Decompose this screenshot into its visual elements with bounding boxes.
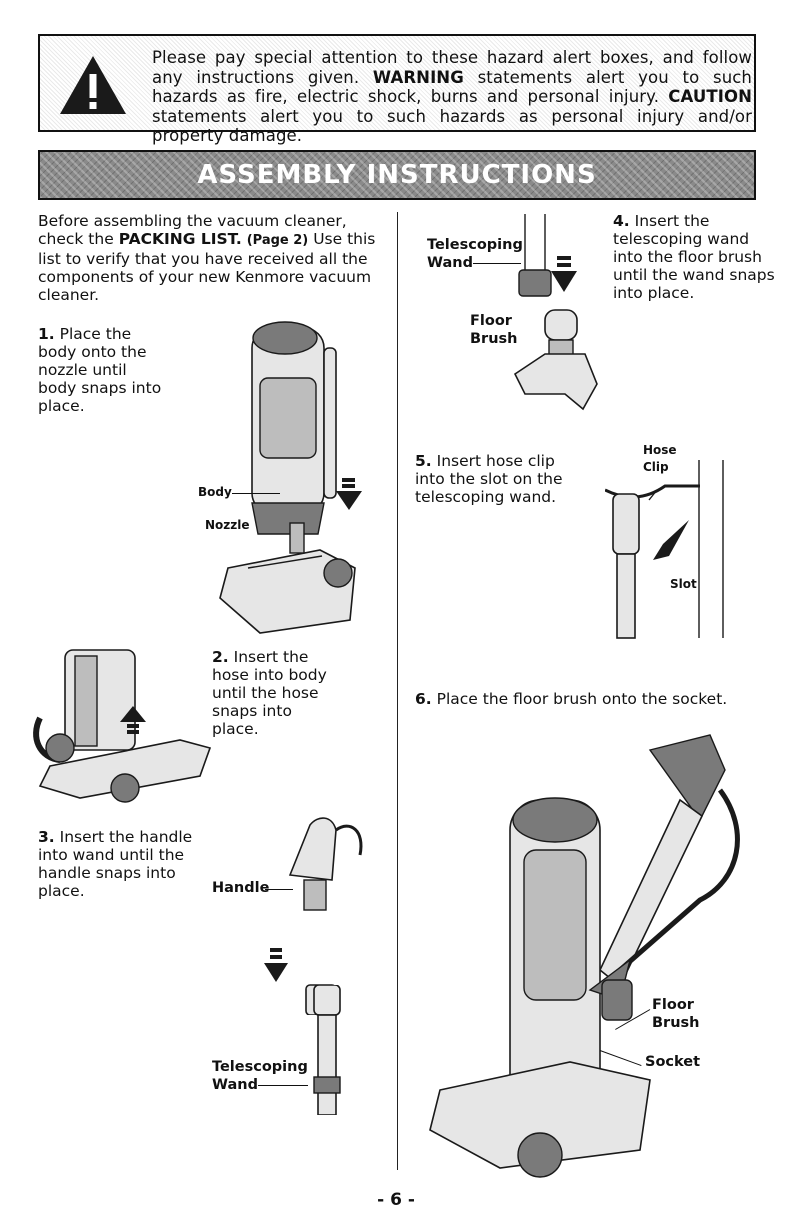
socket-label: Socket bbox=[645, 1054, 701, 1070]
body-label: Body bbox=[198, 485, 232, 499]
step-2: 2. Insert the hose into body until the h… bbox=[212, 648, 327, 738]
step-6: 6. Place the floor brush onto the socket… bbox=[415, 690, 728, 708]
caution-word: CAUTION bbox=[668, 87, 752, 106]
warning-word: WARNING bbox=[372, 67, 464, 87]
handle-leader-line bbox=[265, 889, 293, 890]
telescoping-wand-label-step3: Telescoping Wand bbox=[212, 1059, 308, 1093]
intro-paragraph: Before assembling the vacuum cleaner, ch… bbox=[38, 212, 376, 304]
nozzle-label: Nozzle bbox=[205, 518, 250, 532]
section-banner: ASSEMBLY INSTRUCTIONS bbox=[38, 150, 756, 200]
warning-triangle-icon bbox=[60, 56, 126, 114]
handle-wand-illustration bbox=[264, 817, 363, 1015]
telescoping-wand-label-step4: Telescoping Wand bbox=[427, 237, 523, 271]
step-5: 5. Insert hose clip into the slot on the… bbox=[415, 452, 563, 506]
page-number: - 6 - bbox=[377, 1190, 415, 1210]
handle-label: Handle bbox=[212, 880, 270, 896]
hazard-alert-text: Please pay special attention to these ha… bbox=[152, 48, 752, 145]
page-ref: (Page 2) bbox=[246, 233, 309, 248]
floor-brush-label-step6: Floor Brush bbox=[652, 997, 700, 1031]
column-divider bbox=[397, 212, 398, 1170]
hose-clip-label: Hose Clip bbox=[643, 443, 677, 474]
body-leader-line bbox=[232, 493, 280, 494]
telescoping-wand-leader-step4 bbox=[473, 263, 521, 264]
floor-brush-label-step4: Floor Brush bbox=[470, 313, 518, 347]
slot-label: Slot bbox=[670, 577, 697, 591]
step-3: 3. Insert the handle into wand until the… bbox=[38, 828, 193, 900]
hose-clip-slot-illustration bbox=[605, 460, 724, 639]
step-4: 4. Insert the telescoping wand into the … bbox=[613, 212, 775, 302]
packing-list-ref: PACKING LIST. bbox=[118, 230, 242, 248]
section-title: ASSEMBLY INSTRUCTIONS bbox=[197, 160, 597, 190]
step-1: 1. Place the body onto the nozzle until … bbox=[38, 325, 162, 415]
floor-brush-socket-illustration bbox=[429, 734, 740, 1178]
wand-floor-brush-illustration bbox=[513, 214, 598, 411]
hazard-alert-box: Please pay special attention to these ha… bbox=[38, 34, 756, 145]
hose-body-illustration bbox=[33, 649, 212, 803]
body-nozzle-illustration bbox=[219, 321, 362, 634]
telescoping-wand-step3 bbox=[313, 985, 341, 1115]
telescoping-wand-leader-step3 bbox=[258, 1085, 308, 1086]
